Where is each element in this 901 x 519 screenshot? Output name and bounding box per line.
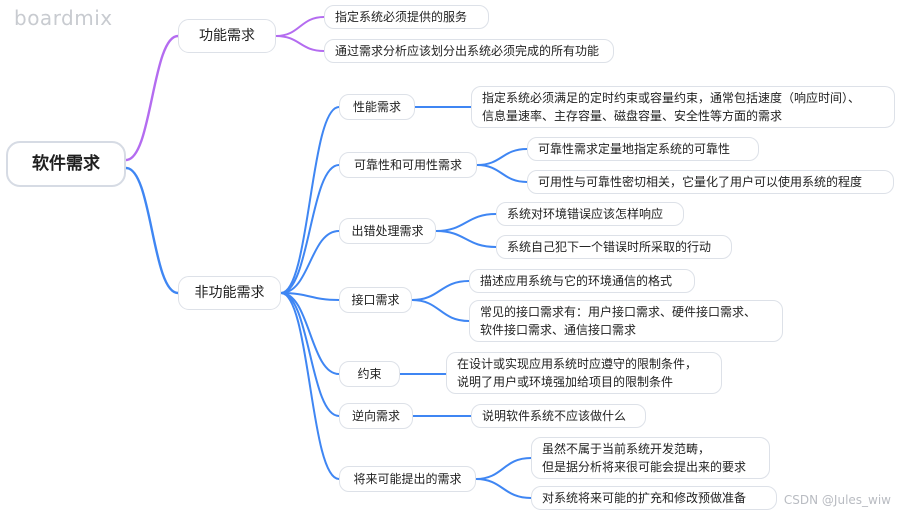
reverse-detail[interactable]: 说明软件系统不应该做什么 bbox=[471, 404, 646, 428]
interface-detail-1[interactable]: 描述应用系统与它的环境通信的格式 bbox=[469, 269, 695, 293]
future-detail-1[interactable]: 虽然不属于当前系统开发范畴， 但是据分析将来很可能会提出来的要求 bbox=[531, 437, 770, 479]
connector-future-item-2 bbox=[475, 478, 532, 499]
boardmix-watermark: boardmix bbox=[14, 6, 113, 30]
connector-nf-reliab bbox=[280, 164, 340, 294]
csdn-credit: CSDN @Jules_wiw bbox=[783, 493, 891, 507]
connector-reliab-item-2 bbox=[476, 164, 528, 183]
interface-detail-2[interactable]: 常见的接口需求有：用户接口需求、硬件接口需求、 软件接口需求、通信接口需求 bbox=[469, 300, 783, 342]
nonfunctional-requirements-node[interactable]: 非功能需求 bbox=[178, 276, 281, 310]
connector-nf-interface bbox=[280, 292, 340, 301]
future-requirements-node[interactable]: 将来可能提出的需求 bbox=[339, 466, 476, 492]
connector-nf-future bbox=[280, 292, 340, 480]
error-handling-detail-2[interactable]: 系统自己犯下一个错误时所采取的行动 bbox=[496, 235, 732, 259]
reliability-availability-node[interactable]: 可靠性和可用性需求 bbox=[339, 152, 477, 178]
connector-reliab-item-1 bbox=[476, 148, 528, 166]
functional-requirements-node[interactable]: 功能需求 bbox=[178, 19, 276, 53]
constraints-detail[interactable]: 在设计或实现应用系统时应遵守的限制条件， 说明了用户或环境强加给项目的限制条件 bbox=[446, 352, 722, 394]
connector-root-functional bbox=[125, 34, 179, 162]
reliability-detail-2[interactable]: 可用性与可靠性密切相关，它量化了用户可以使用系统的程度 bbox=[527, 170, 894, 194]
connector-error-item-2 bbox=[435, 230, 497, 248]
error-handling-node[interactable]: 出错处理需求 bbox=[339, 218, 436, 244]
performance-detail[interactable]: 指定系统必须满足的定时约束或容量约束，通常包括速度（响应时间）、 信息量速率、主… bbox=[471, 86, 895, 128]
functional-item-2[interactable]: 通过需求分析应该划分出系统必须完成的所有功能 bbox=[324, 39, 614, 63]
connector-functional-item-1 bbox=[275, 16, 325, 37]
reverse-requirements-node[interactable]: 逆向需求 bbox=[339, 403, 413, 429]
connector-interface-item-1 bbox=[411, 280, 470, 301]
connector-nf-constraint bbox=[280, 292, 340, 375]
connector-nf-error bbox=[280, 230, 340, 294]
functional-item-1[interactable]: 指定系统必须提供的服务 bbox=[324, 5, 489, 29]
connector-error-item-1 bbox=[435, 213, 497, 232]
reliability-detail-1[interactable]: 可靠性需求定量地指定系统的可靠性 bbox=[527, 137, 759, 161]
interface-requirements-node[interactable]: 接口需求 bbox=[339, 287, 412, 313]
future-detail-2[interactable]: 对系统将来可能的扩充和修改预做准备 bbox=[531, 486, 777, 510]
constraints-node[interactable]: 约束 bbox=[339, 361, 400, 387]
connector-functional-item-2 bbox=[275, 35, 325, 52]
connector-future-item-1 bbox=[475, 457, 532, 480]
connector-interface-item-2 bbox=[411, 299, 470, 322]
connector-nf-reverse bbox=[280, 292, 340, 417]
error-handling-detail-1[interactable]: 系统对环境错误应该怎样响应 bbox=[496, 202, 684, 226]
connector-root-nonfunctional bbox=[125, 166, 179, 295]
root-node[interactable]: 软件需求 bbox=[6, 141, 126, 187]
connector-nf-perf bbox=[280, 106, 340, 294]
performance-requirements-node[interactable]: 性能需求 bbox=[339, 94, 415, 120]
